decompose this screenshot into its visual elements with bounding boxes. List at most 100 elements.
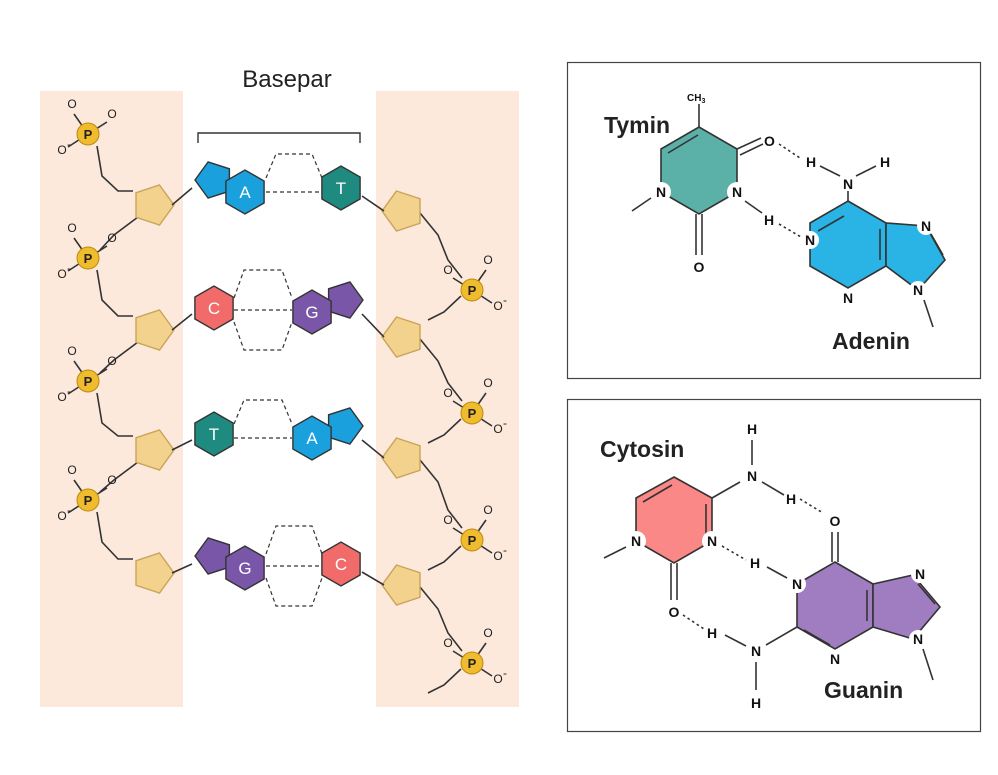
left-backbone-link-up-2 (99, 461, 139, 493)
left-oxygen-top-1: O (67, 221, 76, 235)
right-phosphate-label-0: P (468, 283, 477, 298)
adenine-n6-h2 (855, 165, 877, 177)
thymine-o4-label: O (764, 133, 775, 149)
right-oxygen-top-2: O (483, 503, 492, 517)
guanine-n3-circle (826, 650, 844, 668)
hbond-top-3 (265, 525, 323, 555)
thymine-name: Tymin (604, 112, 670, 138)
right-oxygen-minus-0: O (493, 299, 502, 313)
right-backbone-link-up-1 (427, 418, 462, 444)
right-oxygen-right-2: O (443, 513, 452, 527)
left-base-letter-1: C (208, 299, 220, 318)
right-phosphate-3 (460, 651, 484, 675)
left-base-1 (194, 285, 234, 331)
adenine-h1: H (806, 154, 816, 170)
left-oxygen-minus-3: O (57, 509, 66, 523)
right-backbone-link-down-3 (419, 586, 463, 652)
right-base-five-ring-2 (327, 407, 364, 445)
adenine-name: Adenin (832, 328, 910, 354)
left-base-0 (225, 169, 265, 215)
guanine-n2-h1 (724, 634, 747, 647)
right-oxygen-minus-1: O (493, 422, 502, 436)
cytosine-c4-n4 (711, 481, 741, 499)
guanine-n3-label: N (830, 651, 840, 667)
guanine-n9-methyl (922, 648, 934, 681)
cytosine-guanine-frame (566, 398, 982, 733)
cytosine-n1-label: N (631, 533, 641, 549)
left-phosphate-0 (76, 122, 100, 146)
adenine-n6-label: N (843, 176, 853, 192)
guanine-n1-h-label: H (750, 555, 760, 571)
thymine-n3-circle (727, 182, 747, 202)
adenine-n1-circle (801, 231, 819, 249)
guanine-n1-h (766, 566, 788, 579)
hbond-top-0 (265, 153, 323, 179)
right-oxygen-right-3: O (443, 636, 452, 650)
right-base-letter-3: C (335, 555, 347, 574)
adenine-n7-label: N (921, 218, 931, 234)
left-backbone-link-down-1 (96, 269, 133, 317)
right-base-letter-2: A (306, 429, 318, 448)
left-oxygen-minus-1: O (57, 267, 66, 281)
adenine-n1-label: N (805, 232, 815, 248)
right-sugar-1 (381, 316, 421, 358)
cytosine-n1-circle (626, 531, 646, 551)
left-oxygen-right-0: O (107, 107, 116, 121)
left-base-letter-0: A (239, 183, 251, 202)
right-oxygen-top-1: O (483, 376, 492, 390)
left-base-letter-3: G (238, 559, 251, 578)
right-oxygen-minus-sign-0: - (503, 293, 507, 307)
left-glycosidic-bond-1 (171, 313, 193, 331)
basepar-title: Basepar (242, 66, 331, 93)
right-oxygen-right-0: O (443, 263, 452, 277)
left-backbone-link-up-0 (99, 216, 139, 251)
adenine-n9-label: N (913, 282, 923, 298)
thymine-adenine-frame (566, 61, 982, 380)
left-sugar-1 (135, 309, 175, 351)
right-sugar-3 (381, 564, 421, 606)
right-backbone-link-down-0 (419, 212, 463, 279)
right-oxygen-top-0: O (483, 253, 492, 267)
left-oxygen-top-3: O (67, 463, 76, 477)
guanine-c2-n2 (765, 626, 798, 646)
thymine-n1-methyl (631, 197, 652, 212)
guanine-n9-label: N (913, 631, 923, 647)
left-phosphate-label-1: P (84, 251, 93, 266)
adenine-n6-h1 (819, 165, 841, 177)
left-phosphate-3 (76, 488, 100, 512)
left-phosphate-2 (76, 369, 100, 393)
thymine-methyl-label: CH3 (687, 93, 705, 105)
left-sugar-0 (135, 184, 175, 226)
guanine-n2-h2-label: H (751, 695, 761, 711)
right-oxygen-right-1: O (443, 386, 452, 400)
thymine-o2-label: O (694, 259, 705, 275)
cytosine-guanine-box: N H H N N O O N H N (566, 398, 982, 733)
left-sugar-3 (135, 552, 175, 594)
right-glycosidic-bond-2 (361, 439, 385, 459)
cytosine-h1: H (747, 421, 757, 437)
right-base-2 (292, 415, 332, 461)
cytosine-n4-h2 (761, 481, 785, 496)
adenine-n3-circle (839, 289, 857, 307)
left-oxygen-right-2: O (107, 354, 116, 368)
right-base-letter-1: G (305, 303, 318, 322)
adenine-double-3 (930, 233, 944, 256)
right-backbone-link-down-2 (419, 459, 463, 529)
thymine-n3-label: N (732, 184, 742, 200)
left-base-2 (194, 411, 234, 457)
guanine-o6-label: O (830, 513, 841, 529)
ta-hbond-2 (778, 223, 802, 238)
cytosine-n1-methyl (603, 546, 627, 559)
left-oxygen-right-3: O (107, 473, 116, 487)
right-oxygen-minus-sign-3: - (503, 666, 507, 680)
cytosine-n3-circle (702, 531, 722, 551)
right-base-1 (292, 289, 332, 335)
guanine-n9-circle (909, 630, 927, 648)
thymine-n3-h: H (764, 212, 774, 228)
left-glycosidic-bond-0 (171, 187, 193, 206)
right-glycosidic-bond-0 (361, 195, 385, 212)
right-oxygen-minus-3: O (493, 672, 502, 686)
left-backbone-link-down-2 (96, 392, 133, 437)
adenine-double-2 (817, 215, 845, 232)
